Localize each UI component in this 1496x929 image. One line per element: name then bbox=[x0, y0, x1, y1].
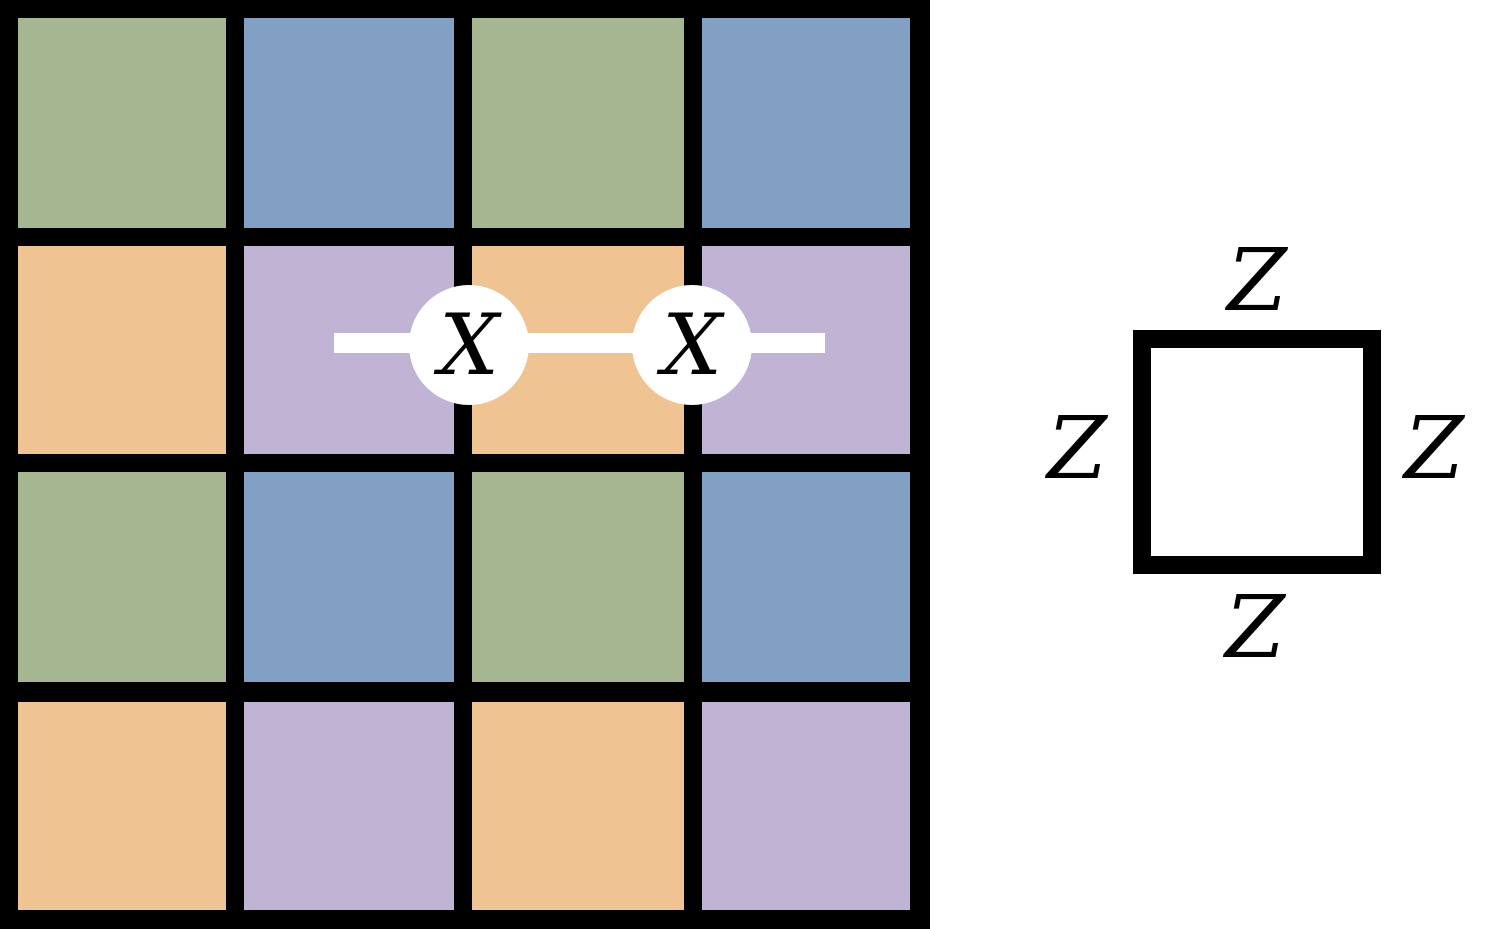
lattice bbox=[0, 0, 930, 929]
lattice-cell-green bbox=[18, 18, 226, 228]
plaquette-square bbox=[1133, 330, 1381, 574]
lattice-cell-blue bbox=[702, 472, 910, 682]
lattice-cell-blue bbox=[244, 472, 454, 682]
lattice-cell-blue bbox=[702, 18, 910, 228]
lattice-cell-orange bbox=[18, 702, 226, 910]
lattice-cell-green bbox=[472, 472, 684, 682]
z-label-bottom: Z bbox=[1222, 578, 1286, 678]
lattice-cell-purple bbox=[244, 702, 454, 910]
lattice-cell-purple bbox=[702, 702, 910, 910]
x-label-2: X bbox=[656, 296, 725, 394]
lattice-cell-blue bbox=[244, 18, 454, 228]
x-node-2 bbox=[632, 285, 752, 405]
z-plaquette: Z Z Z Z bbox=[1044, 231, 1465, 678]
z-label-right: Z bbox=[1401, 399, 1465, 499]
lattice-cell-green bbox=[18, 472, 226, 682]
x-label-1: X bbox=[433, 296, 502, 394]
lattice-cell-orange bbox=[472, 702, 684, 910]
x-operator-string: X X bbox=[334, 285, 825, 405]
x-node-1 bbox=[409, 285, 529, 405]
z-label-left: Z bbox=[1044, 399, 1108, 499]
lattice-cell-orange bbox=[18, 246, 226, 454]
z-label-top: Z bbox=[1224, 231, 1288, 331]
lattice-cell-green bbox=[472, 18, 684, 228]
